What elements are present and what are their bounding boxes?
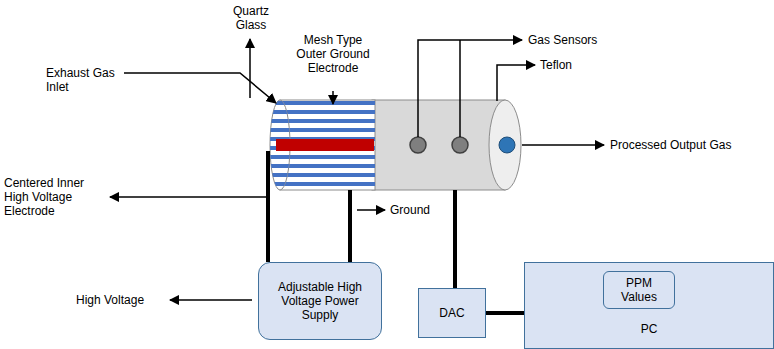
quartz-tube [270, 100, 375, 190]
wire-label: High Voltage [76, 293, 168, 307]
pc-box: PC PPM Values [524, 262, 774, 349]
ppm-display: PPM Values [603, 271, 675, 309]
box-text: PC [641, 322, 658, 336]
dac-box: DAC [418, 288, 486, 338]
box-text: Adjustable High Voltage Power Supply [275, 280, 365, 322]
power-supply-box: Adjustable High Voltage Power Supply [258, 262, 382, 340]
teflon-cylinder [372, 100, 521, 190]
part-label: Teflon [540, 58, 620, 72]
inlet-label: Exhaust Gas Inlet [46, 66, 128, 94]
data-cable [486, 311, 524, 315]
gas-sensor [410, 137, 426, 153]
gas-sensor [452, 137, 468, 153]
part-label: Mesh Type Outer Ground Electrode [296, 33, 370, 75]
part-label: Quartz Glass [226, 4, 276, 32]
wire-label: Ground [390, 203, 460, 217]
box-text: PPM Values [608, 276, 670, 304]
outlet-label: Processed Output Gas [610, 138, 770, 152]
box-text: DAC [439, 306, 464, 320]
gas-outlet [499, 137, 515, 153]
part-label: Gas Sensors [528, 33, 628, 47]
part-label: Centered Inner High Voltage Electrode [4, 176, 106, 218]
leader-lines [110, 39, 604, 300]
inner-electrode [276, 139, 374, 151]
